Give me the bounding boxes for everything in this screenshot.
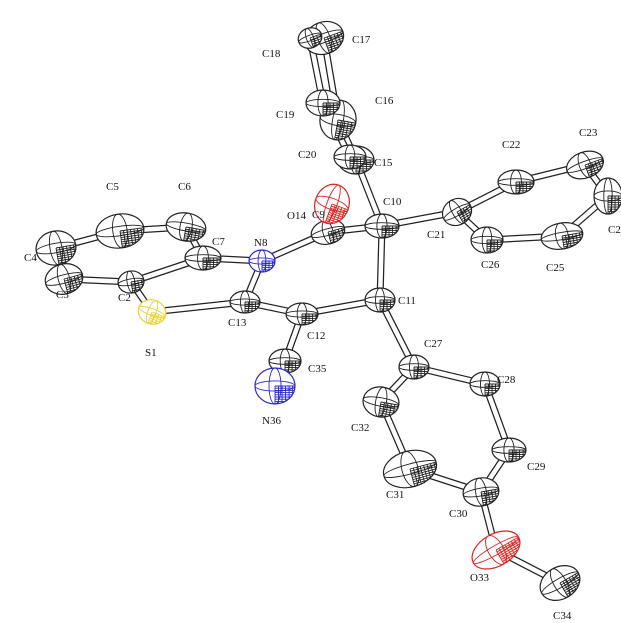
- atom-C31: [382, 449, 441, 489]
- atom-label-C24: C24: [608, 224, 621, 236]
- atom-label-C16: C16: [375, 95, 394, 107]
- atom-C13: [229, 290, 261, 314]
- atom-C6: [165, 212, 207, 244]
- atom-C7: [184, 245, 222, 271]
- atom-S1: [137, 299, 167, 328]
- atom-label-C17: C17: [352, 34, 371, 46]
- atom-label-C3: C3: [56, 289, 69, 301]
- atom-label-C9: C9: [312, 209, 325, 221]
- atom-label-C5: C5: [106, 181, 119, 193]
- atom-label-C35: C35: [308, 363, 327, 375]
- atom-C20: [333, 144, 367, 170]
- atom-C12: [285, 302, 319, 326]
- atom-C24: [593, 177, 621, 215]
- bond-S1-C13: [148, 298, 249, 316]
- atom-label-C12: C12: [307, 330, 325, 342]
- atom-label-C19: C19: [276, 109, 295, 121]
- atom-C9: [310, 219, 348, 245]
- atom-label-C22: C22: [502, 139, 520, 151]
- atom-C5: [95, 213, 146, 249]
- atom-label-C20: C20: [298, 149, 317, 161]
- atom-C23: [566, 150, 607, 180]
- atom-label-C10: C10: [383, 196, 402, 208]
- atom-label-C7: C7: [212, 236, 225, 248]
- atom-C26: [470, 226, 504, 254]
- atom-C34: [539, 565, 587, 601]
- atom-C28: [469, 371, 501, 397]
- atom-label-N8: N8: [254, 237, 268, 249]
- atom-label-C32: C32: [351, 422, 369, 434]
- atom-label-S1: S1: [145, 347, 157, 359]
- atom-label-C11: C11: [398, 295, 416, 307]
- atom-C2: [117, 270, 146, 294]
- atom-N8: [248, 249, 276, 273]
- atom-label-O14: O14: [287, 210, 306, 222]
- atom-label-C26: C26: [481, 259, 500, 271]
- atom-label-C29: C29: [527, 461, 546, 473]
- atom-C32: [362, 386, 400, 420]
- atom-label-C15: C15: [374, 157, 393, 169]
- atom-label-O33: O33: [470, 572, 489, 584]
- atom-label-C27: C27: [424, 338, 443, 350]
- atom-label-C4: C4: [24, 252, 37, 264]
- atom-label-C21: C21: [427, 229, 445, 241]
- atom-O14: [314, 183, 350, 229]
- atom-O33: [471, 530, 527, 570]
- atom-C29: [491, 437, 527, 463]
- atom-C22: [497, 169, 535, 195]
- atom-C19: [305, 89, 341, 117]
- atom-C25: [540, 222, 585, 250]
- atom-label-C31: C31: [386, 489, 404, 501]
- atom-C10: [364, 213, 400, 239]
- atom-label-C34: C34: [553, 610, 572, 622]
- atom-label-C28: C28: [497, 374, 516, 386]
- atom-C30: [462, 477, 502, 507]
- atom-label-C2: C2: [118, 292, 131, 304]
- atom-label-N36: N36: [262, 415, 281, 427]
- atom-C4: [35, 230, 79, 266]
- atom-label-C25: C25: [546, 262, 565, 274]
- atom-label-C13: C13: [228, 317, 247, 329]
- atom-N36: [254, 367, 296, 405]
- atom-label-C30: C30: [449, 508, 468, 520]
- atom-C11: [364, 287, 396, 313]
- atom-label-C18: C18: [262, 48, 281, 60]
- atom-label-C23: C23: [579, 127, 598, 139]
- atom-C27: [398, 354, 430, 380]
- atom-label-C6: C6: [178, 181, 191, 193]
